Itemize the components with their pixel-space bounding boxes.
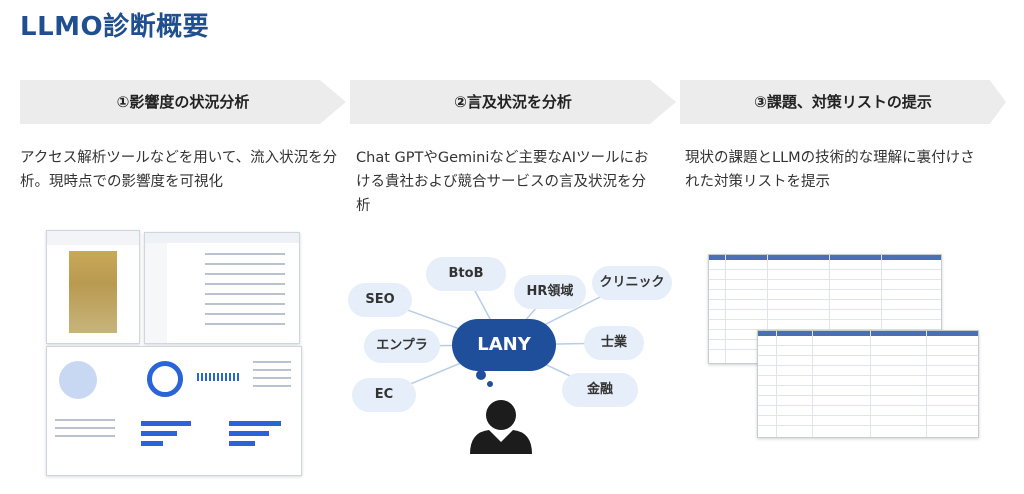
step-2-description: Chat GPTやGeminiなど主要なAIツールにおける貴社および競合サービス… [356,150,649,214]
bubble-shigyo: 士業 [584,326,644,360]
page-title: LLMO診断概要 [20,12,210,42]
step-2-label: ②言及状況を分析 [454,93,572,111]
bubble-hr: HR領域 [514,275,586,309]
bubble-enterprise: エンプラ [364,329,440,363]
step-1-description: アクセス解析ツールなどを用いて、流入状況を分析。現時点での影響度を可視化 [20,150,338,190]
countermeasure-sheet-front [757,330,979,438]
step-1-label: ①影響度の状況分析 [116,93,250,111]
step-2-header: ②言及状況を分析 [350,80,676,124]
bubble-finance: 金融 [562,373,638,407]
step-3-label: ③課題、対策リストの提示 [754,93,932,111]
person-icon [470,400,532,454]
analytics-screenshot-table [144,232,300,344]
bubble-clinic: クリニック [592,266,672,300]
bubble-ec: EC [352,378,416,412]
center-node: LANY [452,319,556,371]
step-3-description: 現状の課題とLLMの技術的な理解に裏付けされた対策リストを提示 [685,150,975,190]
bubble-seo: SEO [348,283,412,317]
step-1-header: ①影響度の状況分析 [20,80,346,124]
analytics-screenshot-dashboard [46,346,302,476]
bubble-btob: BtoB [426,257,506,291]
step-3-header: ③課題、対策リストの提示 [680,80,1006,124]
analytics-screenshot-mobile [46,230,140,344]
